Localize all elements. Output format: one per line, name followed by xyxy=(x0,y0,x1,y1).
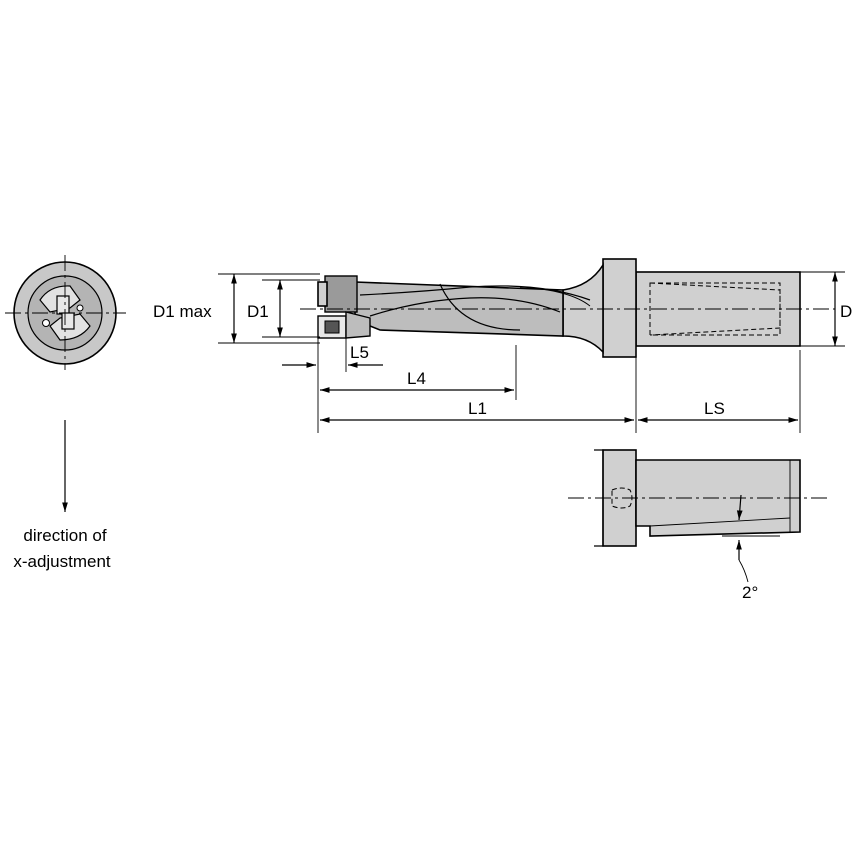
l4-label: L4 xyxy=(407,369,426,388)
angle-label: 2° xyxy=(742,583,758,602)
end-view xyxy=(5,255,126,370)
direction-label-line2: x-adjustment xyxy=(13,552,111,571)
ls-label: LS xyxy=(704,399,725,418)
length-dimensions xyxy=(282,338,801,433)
flange xyxy=(602,258,637,358)
drill-head xyxy=(324,275,358,313)
direction-label-line1: direction of xyxy=(23,526,106,545)
tool-side-view xyxy=(300,258,835,358)
diameter-dimensions xyxy=(218,271,845,347)
shank-detail-view xyxy=(568,449,830,583)
d-label: D xyxy=(840,302,852,321)
d1-max-label: D1 max xyxy=(153,302,212,321)
l5-label: L5 xyxy=(350,343,369,362)
l1-label: L1 xyxy=(468,399,487,418)
d1-label: D1 xyxy=(247,302,269,321)
